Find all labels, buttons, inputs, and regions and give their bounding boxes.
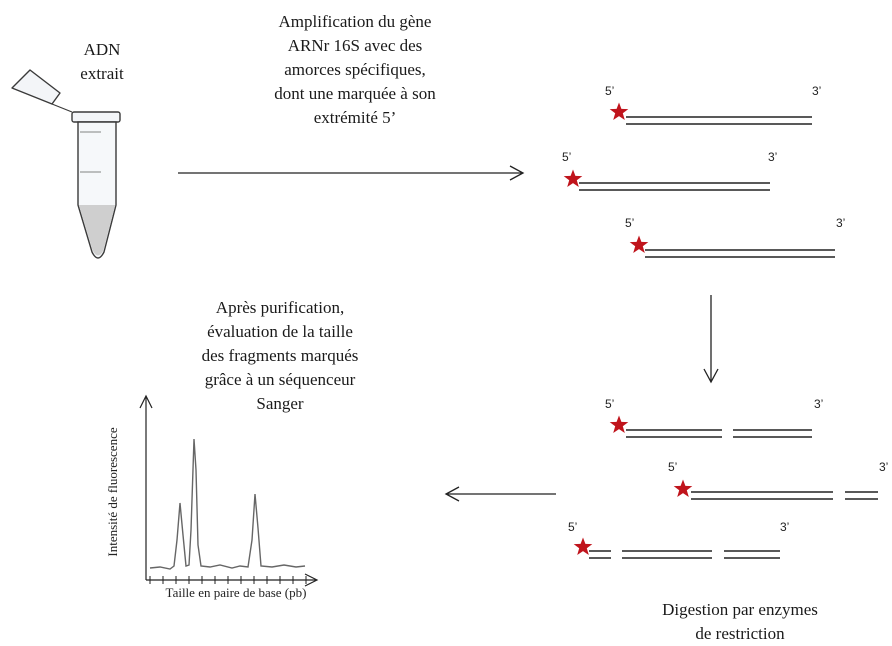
five-prime-label: 5’ bbox=[562, 150, 572, 164]
amplicon-2 bbox=[579, 182, 770, 191]
arrow-down-icon bbox=[703, 295, 719, 384]
three-prime-label: 3’ bbox=[836, 216, 846, 230]
digestion-step-text: Digestion par enzymes de restriction bbox=[662, 600, 818, 643]
digested-fragment-3 bbox=[589, 550, 780, 559]
fluorescent-label-star-icon bbox=[609, 415, 629, 433]
fluorescence-trace bbox=[149, 438, 306, 570]
fluorescent-label-star-icon bbox=[673, 479, 693, 497]
y-axis-label: Intensité de fluorescence bbox=[105, 427, 120, 556]
sanger-step-text: Après purification, évaluation de la tai… bbox=[201, 298, 359, 413]
electropherogram: Intensité de fluorescence Taille en pair… bbox=[105, 394, 319, 600]
fluorescent-label-star-icon bbox=[563, 169, 583, 187]
three-prime-label: 3’ bbox=[768, 150, 778, 164]
three-prime-label: 3’ bbox=[814, 397, 824, 411]
three-prime-label: 3’ bbox=[780, 520, 790, 534]
five-prime-label: 5’ bbox=[568, 520, 578, 534]
x-axis-ticks bbox=[149, 576, 307, 584]
tube-label: ADN extrait bbox=[80, 40, 124, 83]
fluorescent-label-star-icon bbox=[573, 537, 593, 555]
arrow-right-icon bbox=[178, 165, 525, 181]
amplicon-1 bbox=[626, 116, 812, 125]
pcr-step-text: Amplification du gène ARNr 16S avec des … bbox=[274, 12, 436, 127]
fluorescent-label-star-icon bbox=[609, 102, 629, 120]
five-prime-label: 5’ bbox=[668, 460, 678, 474]
three-prime-label: 3’ bbox=[879, 460, 889, 474]
five-prime-label: 5’ bbox=[605, 397, 615, 411]
arrow-left-icon bbox=[444, 486, 556, 502]
three-prime-label: 3’ bbox=[812, 84, 822, 98]
five-prime-label: 5’ bbox=[605, 84, 615, 98]
five-prime-label: 5’ bbox=[625, 216, 635, 230]
tube-icon bbox=[11, 69, 121, 259]
x-axis-label: Taille en paire de base (pb) bbox=[166, 585, 307, 600]
amplicon-3 bbox=[645, 249, 835, 258]
digested-fragment-1 bbox=[626, 429, 812, 438]
digested-fragment-2 bbox=[691, 491, 878, 500]
